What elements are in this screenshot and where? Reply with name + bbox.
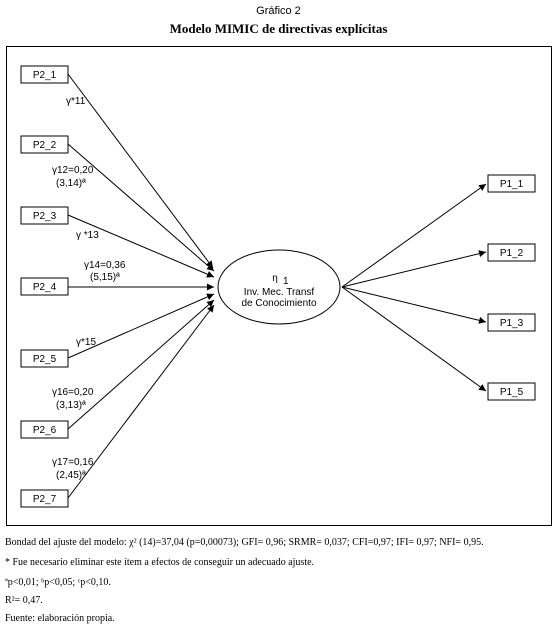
output-label: P1_3 [500,318,524,329]
input-label: P2_6 [33,425,57,436]
input-box-p2-6: P2_6 [20,420,69,439]
input-arrow-p2-5 [67,293,215,359]
output-arrow-p1-1 [341,183,487,288]
input-box-p2-4: P2_4 [20,277,69,296]
output-box-p1-3: P1_3 [487,313,536,332]
figure-title: Modelo MIMIC de directivas explícitas [169,21,388,36]
input-arrow-p2-3 [67,214,215,278]
diagram-frame [6,46,552,526]
output-label: P1_5 [500,387,524,398]
r-squared: R²= 0,47. [5,595,43,606]
note-label-p2-6: (3,13)ª [56,400,86,411]
input-arrow-p2-7 [67,304,215,499]
input-arrow-p2-2 [67,143,215,272]
note-label-p2-2: (3,14)ª [56,178,86,189]
input-box-p2-7: P2_7 [20,489,69,508]
latent-line2: de Conocimiento [241,298,316,309]
coef-label-p2-7: γ17=0,16 [52,457,94,468]
coef-label-p2-3: γ *13 [76,230,99,241]
latent-node: η 1 Inv. Mec. Transf de Conocimiento [217,249,341,325]
coef-label-p2-6: γ16=0,20 [52,387,94,398]
coef-label-p2-1: γ*11 [66,96,86,107]
input-box-p2-1: P2_1 [20,65,69,84]
figure-label: Gráfico 2 [256,5,301,17]
input-label: P2_4 [33,282,57,293]
input-box-p2-2: P2_2 [20,135,69,154]
source-note: Fuente: elaboración propia. [5,613,115,624]
output-box-p1-2: P1_2 [487,243,536,262]
output-arrow-p1-2 [341,250,487,288]
input-label: P2_7 [33,494,57,505]
coef-label-p2-2: γ12=0,20 [52,165,94,176]
output-box-p1-5: P1_5 [487,382,536,401]
fit-statistics: Bondad del ajuste del modelo: χ² (14)=37… [5,537,484,548]
output-arrow-p1-5 [341,286,487,392]
input-label: P2_1 [33,70,57,81]
note-label-p2-7: (2,45)ª [56,470,86,481]
output-arrow-p1-3 [341,286,487,324]
coef-label-p2-5: γ*15 [76,337,96,348]
latent-line1: Inv. Mec. Transf [244,287,315,298]
input-label: P2_5 [33,354,57,365]
output-label: P1_2 [500,248,524,259]
latent-symbol: η [272,273,278,284]
significance-note: ªp<0,01; ᵇp<0,05; ᶜp<0,10. [5,577,111,588]
removed-item-note: * Fue necesario eliminar este ítem a efe… [5,557,315,568]
input-label: P2_2 [33,140,57,151]
note-label-p2-4: (5,15)ª [90,272,120,283]
output-label: P1_1 [500,179,524,190]
coef-label-p2-4: γ14=0,36 [84,260,126,271]
output-box-p1-1: P1_1 [487,174,536,193]
input-arrow-p2-1 [67,73,214,269]
latent-subscript: 1 [283,276,289,287]
input-arrow-p2-6 [67,299,215,430]
input-box-p2-5: P2_5 [20,349,69,368]
input-box-p2-3: P2_3 [20,206,69,225]
input-label: P2_3 [33,211,57,222]
